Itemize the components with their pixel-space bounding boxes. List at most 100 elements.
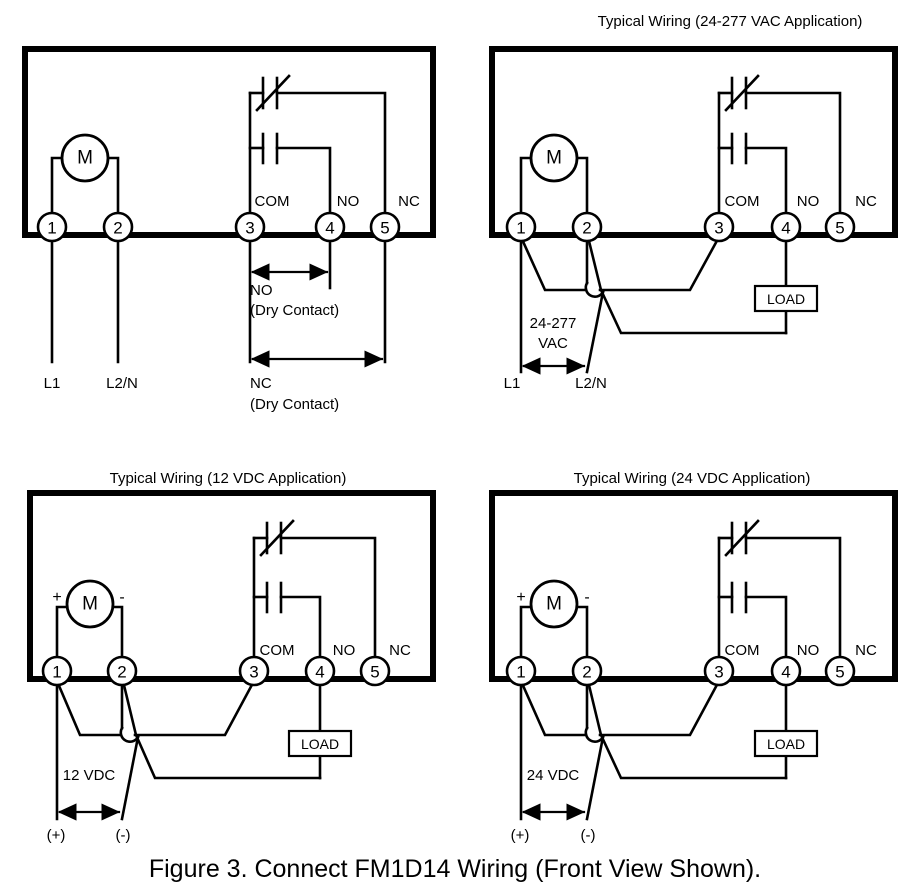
terminal-5[interactable] xyxy=(824,655,856,687)
supply-line-l2n-lower xyxy=(585,290,605,374)
terminal-4[interactable] xyxy=(304,655,336,687)
no-annotation-line1: NO xyxy=(250,282,273,299)
contact-label-nc: NC xyxy=(398,193,420,210)
polarity-plus: + xyxy=(516,589,525,606)
terminal-3[interactable] xyxy=(703,211,735,243)
terminal-row: 1 2 3 4 5 xyxy=(36,211,401,243)
polarity-minus: - xyxy=(584,589,589,606)
terminal-5[interactable] xyxy=(359,655,391,687)
terminal-4-label: 4 xyxy=(781,219,790,238)
contact-label-nc: NC xyxy=(855,193,877,210)
contact-label-nc: NC xyxy=(389,642,411,659)
panel-vdc-24: Typical Wiring (24 VDC Application) M + … xyxy=(489,470,898,844)
terminal-4-label: 4 xyxy=(315,663,324,682)
motor-group: M xyxy=(50,133,120,229)
terminal-2-label: 2 xyxy=(117,663,126,682)
load-box xyxy=(753,729,819,758)
lead-label-plus: (+) xyxy=(47,827,66,844)
terminal-2[interactable] xyxy=(106,655,138,687)
wire-terminal2-to-load-return xyxy=(121,679,322,780)
motor-label: M xyxy=(82,594,98,615)
terminal-1[interactable] xyxy=(41,655,73,687)
polarity-minus: - xyxy=(119,589,124,606)
no-annotation-line2: (Dry Contact) xyxy=(250,302,339,319)
lead-label-minus: (-) xyxy=(581,827,596,844)
terminal-5[interactable] xyxy=(824,211,856,243)
supply-label-line1: 24 VDC xyxy=(527,767,580,784)
contact-label-no: NO xyxy=(337,193,360,210)
supply-line-minus-lower xyxy=(585,735,605,821)
panel-dry-contact: M COM NO NC xyxy=(22,46,436,413)
figure-caption: Figure 3. Connect FM1D14 Wiring (Front V… xyxy=(149,855,761,883)
terminal-4[interactable] xyxy=(314,211,346,243)
terminal-4-label: 4 xyxy=(325,219,334,238)
load-box xyxy=(287,729,353,758)
terminal-3[interactable] xyxy=(703,655,735,687)
wire-hop xyxy=(584,281,605,298)
terminal-1-label: 1 xyxy=(516,663,525,682)
panel-title-vac: Typical Wiring (24-277 VAC Application) xyxy=(598,13,863,30)
terminal-3-label: 3 xyxy=(714,219,723,238)
terminal-row: 1 2 3 4 5 xyxy=(505,655,856,687)
terminal-1-label: 1 xyxy=(47,219,56,238)
terminal-4-label: 4 xyxy=(781,663,790,682)
wire-terminal2-to-load-return xyxy=(586,235,788,335)
nc-annotation-line2: (Dry Contact) xyxy=(250,396,339,413)
annotation-no-dry-contact: NO (Dry Contact) xyxy=(250,263,339,319)
branch-l1-to-neutralbar xyxy=(519,235,588,292)
lead-label-l2n: L2/N xyxy=(575,375,607,392)
lead-label-l2n: L2/N xyxy=(106,375,138,392)
terminal-1[interactable] xyxy=(36,211,68,243)
panel-vdc-12: Typical Wiring (12 VDC Application) M + … xyxy=(27,470,436,844)
motor-symbol xyxy=(529,133,579,183)
branch-plus-to-bar xyxy=(55,679,122,737)
terminal-3-label: 3 xyxy=(245,219,254,238)
terminal-4[interactable] xyxy=(770,655,802,687)
enclosure-box xyxy=(489,490,898,682)
motor-symbol xyxy=(529,579,579,629)
load-label: LOAD xyxy=(767,291,805,307)
polarity-plus: + xyxy=(52,589,61,606)
terminal-1[interactable] xyxy=(505,211,537,243)
supply-line-minus-lower xyxy=(120,735,140,821)
contact-label-com: COM xyxy=(260,642,295,659)
terminal-5-label: 5 xyxy=(835,663,844,682)
load-label: LOAD xyxy=(767,736,805,752)
terminal-4[interactable] xyxy=(770,211,802,243)
wire-hop xyxy=(119,726,140,743)
terminal-5-label: 5 xyxy=(835,219,844,238)
motor-group: M + - xyxy=(52,579,125,673)
motor-group: M + - xyxy=(516,579,590,673)
lead-label-minus: (-) xyxy=(116,827,131,844)
annotation-nc-dry-contact: NC (Dry Contact) xyxy=(250,350,384,413)
lead-label-l1: L1 xyxy=(504,375,521,392)
load-box xyxy=(753,284,819,313)
terminal-2[interactable] xyxy=(571,211,603,243)
wire-terminal2-to-load-return xyxy=(586,679,788,780)
motor-symbol xyxy=(60,133,110,183)
terminal-2[interactable] xyxy=(102,211,134,243)
terminal-2[interactable] xyxy=(571,655,603,687)
contact-label-no: NO xyxy=(797,642,820,659)
wire-hop xyxy=(584,726,605,743)
terminal-5-label: 5 xyxy=(370,663,379,682)
nc-annotation-line1: NC xyxy=(250,375,272,392)
terminal-3[interactable] xyxy=(234,211,266,243)
contact-label-no: NO xyxy=(797,193,820,210)
terminal-3-label: 3 xyxy=(714,663,723,682)
terminal-5[interactable] xyxy=(369,211,401,243)
contact-label-com: COM xyxy=(255,193,290,210)
supply-label-line1: 12 VDC xyxy=(63,767,116,784)
terminal-3[interactable] xyxy=(238,655,270,687)
motor-symbol xyxy=(65,579,115,629)
terminal-2-label: 2 xyxy=(582,663,591,682)
relay-contact-network xyxy=(248,74,387,229)
terminal-1[interactable] xyxy=(505,655,537,687)
terminal-1-label: 1 xyxy=(516,219,525,238)
terminal-row: 1 2 3 4 5 xyxy=(505,211,856,243)
motor-label: M xyxy=(77,148,93,169)
relay-contact-network xyxy=(717,519,842,673)
wire-terminal3-to-bar xyxy=(598,235,721,292)
